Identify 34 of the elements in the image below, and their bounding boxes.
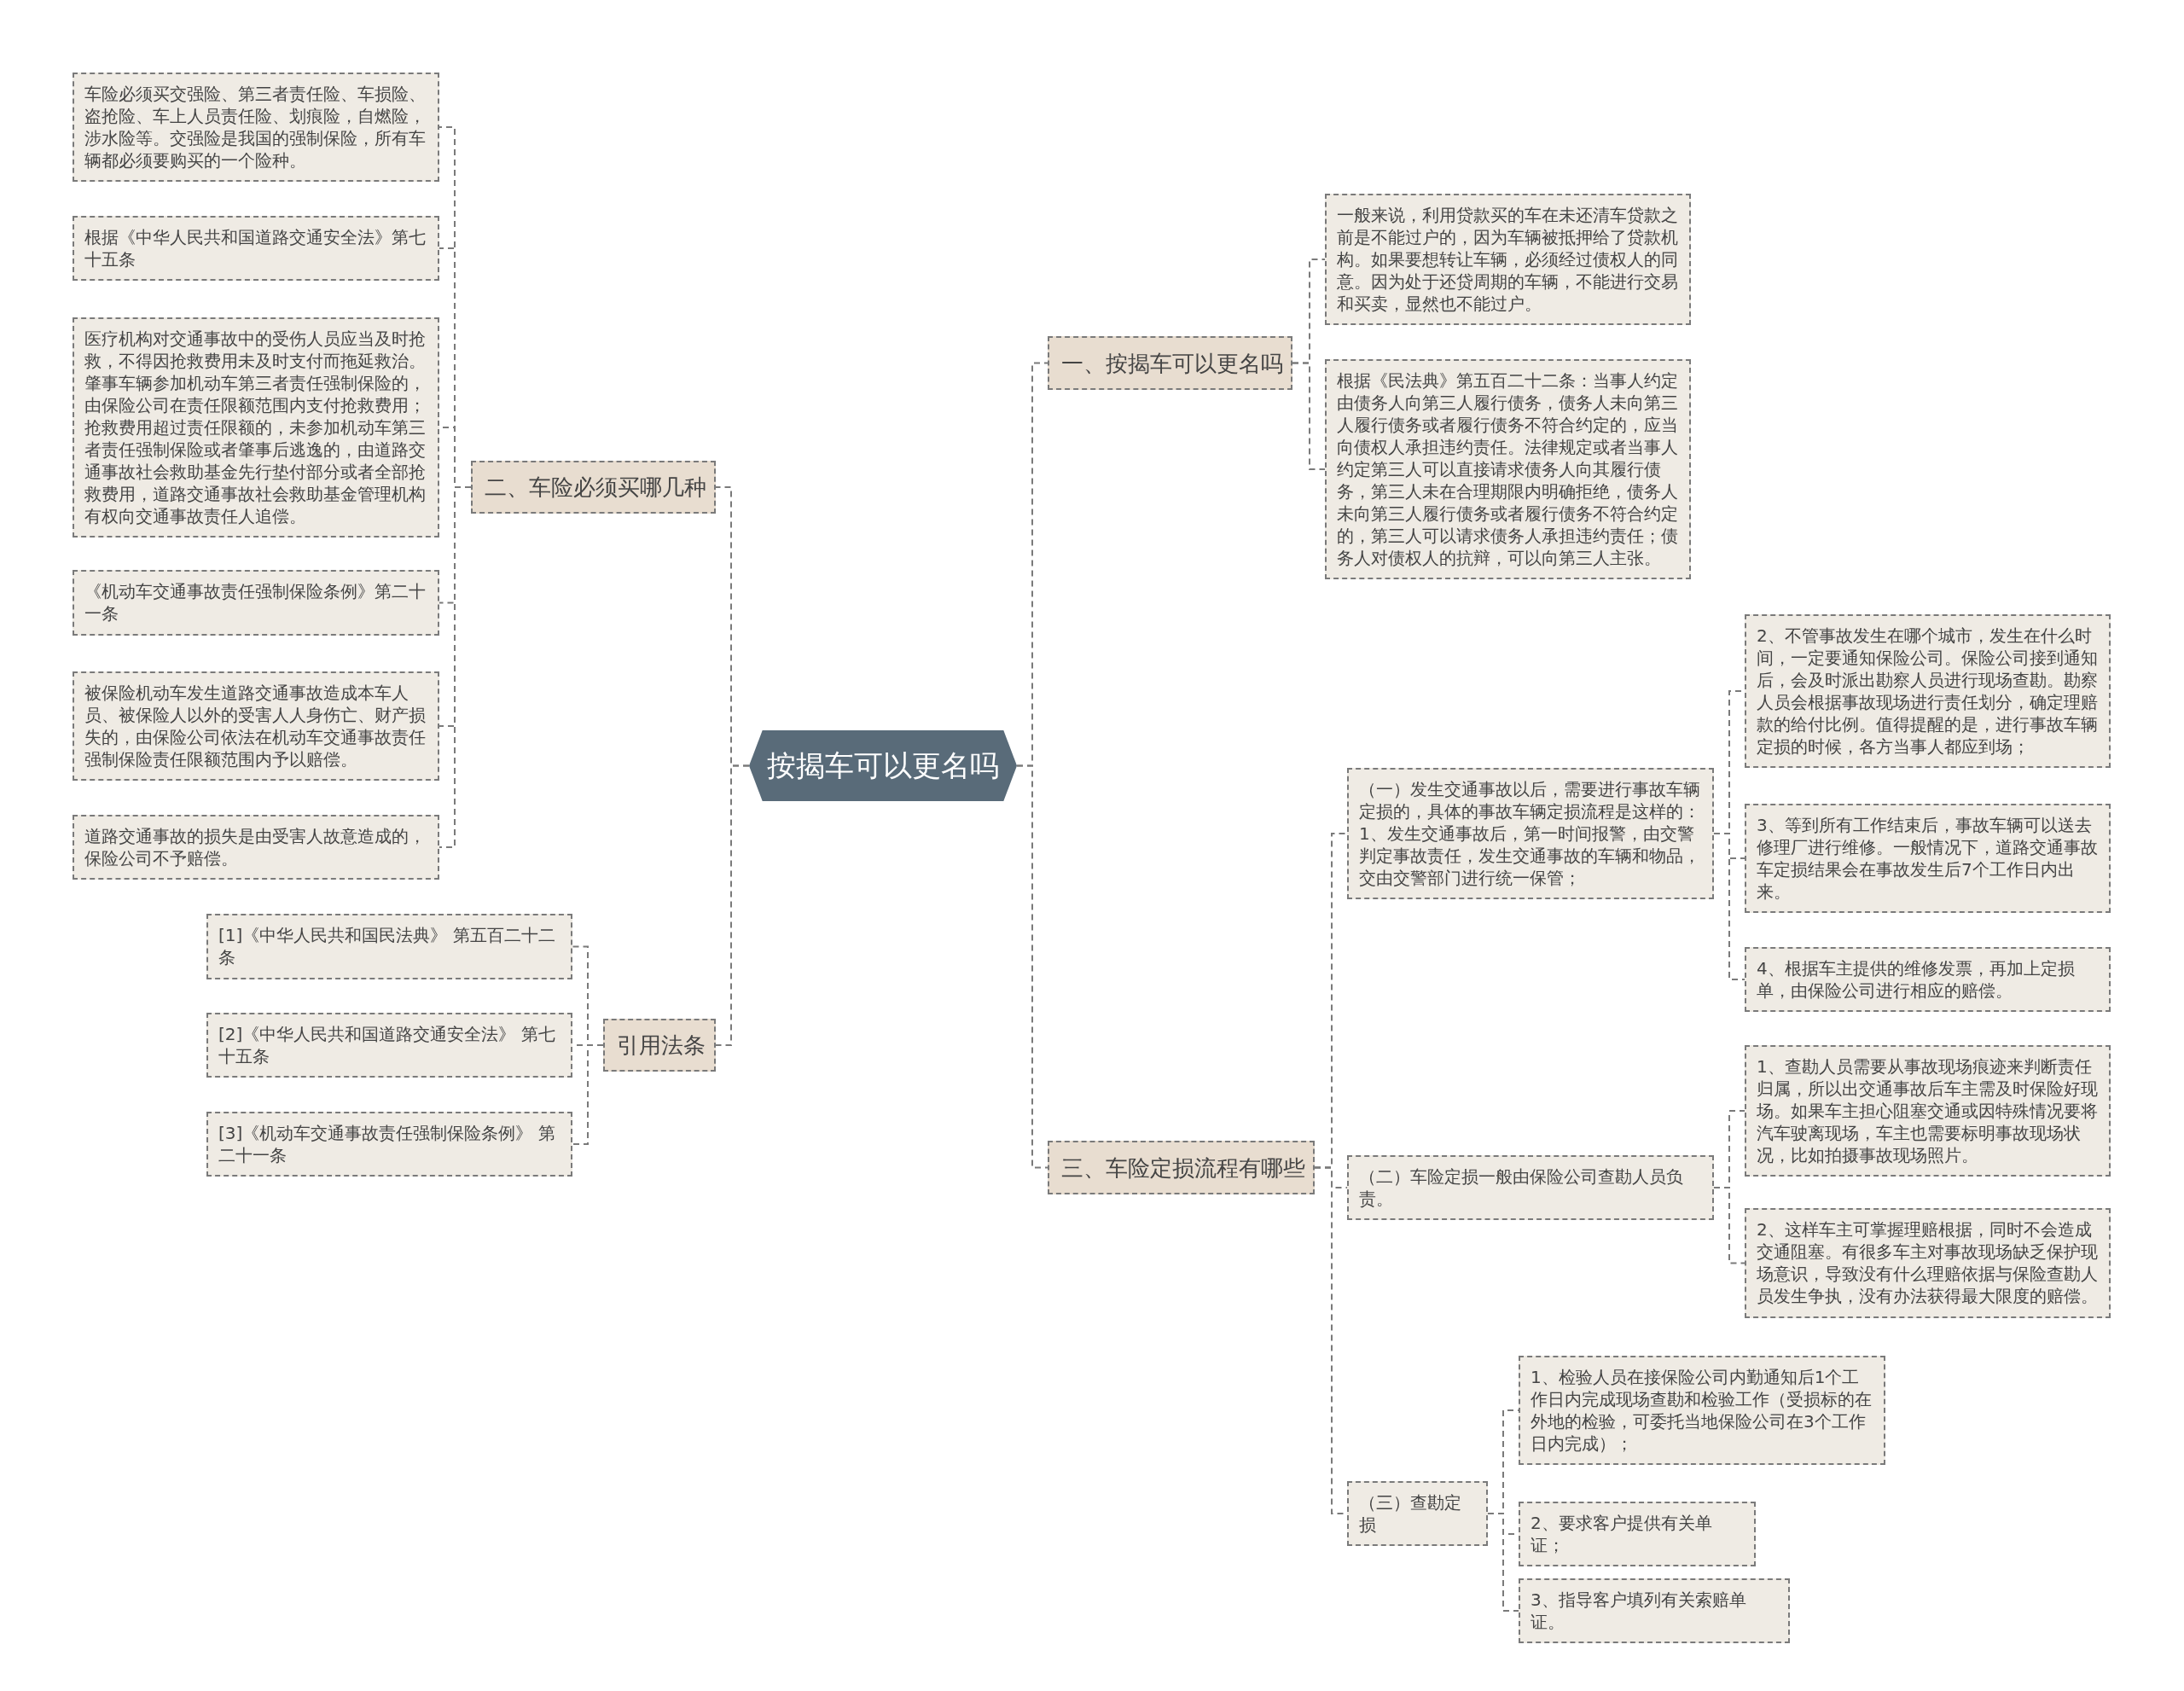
text-box: 2、不管事故发生在哪个城市，发生在什么时间，一定要通知保险公司。保险公司接到通知后，会及时派出勘察人员进行现场查勘。勘察人员会根据事故现场进行责任划分，确定理赔款的给付比例。值得提醒的是，进行事故车辆定损的时候，各方当事人都应到场；	[1745, 614, 2111, 768]
connector-line	[572, 1044, 604, 1145]
text-box: 2、要求客户提供有关单证；	[1519, 1502, 1756, 1566]
text-box: 一般来说，利用贷款买的车在未还清车贷款之前是不能过户的，因为车辆被抵押给了贷款机构。如果要想转让车辆，必须经过债权人的同意。因为处于还贷周期的车辆，不能进行交易和买卖，显然也不能过户。	[1325, 194, 1691, 325]
text-box: （一）发生交通事故以后，需要进行事故车辆定损的，具体的事故车辆定损流程是这样的：1、发生交通事故后，第一时间报警，由交警判定事故责任，发生交通事故的车辆和物品，交由交警部门进行统一保管；	[1347, 768, 1714, 899]
text-box: 1、检验人员在接保险公司内勤通知后1个工作日内完成现场查勘和检验工作（受损标的在外地的检验，可委托当地保险公司在3个工作日内完成）；	[1519, 1356, 1885, 1465]
text-box: 道路交通事故的损失是由受害人故意造成的，保险公司不予赔偿。	[73, 815, 439, 880]
text-box: 2、这样车主可掌握理赔根据，同时不会造成交通阻塞。有很多车主对事故现场缺乏保护现场意识，导致没有什么理赔依据与保险查勘人员发生争执，没有办法获得最大限度的赔偿。	[1745, 1208, 2111, 1318]
text-box: 《机动车交通事故责任强制保险条例》第二十一条	[73, 570, 439, 636]
text-box: 医疗机构对交通事故中的受伤人员应当及时抢救，不得因抢救费用未及时支付而拖延救治。肇事车辆参加机动车第三者责任强制保险的，由保险公司在责任限额范围内支付抢救费用；抢救费用超过责任限额的，未参加机动车第三者责任强制保险或者肇事后逃逸的，由道路交通事故社会救助基金先行垫付部分或者全部抢救费用，道路交通事故社会救助基金管理机构有权向交通事故责任人追偿。	[73, 317, 439, 538]
text-box: 车险必须买交强险、第三者责任险、车损险、盗抢险、车上人员责任险、划痕险，自燃险，涉水险等。交强险是我国的强制保险，所有车辆都必须要购买的一个险种。	[73, 73, 439, 182]
connector-line	[1292, 362, 1326, 470]
text-box: 1、查勘人员需要从事故现场痕迹来判断责任归属，所以出交通事故后车主需及时保险好现场。如果车主担心阻塞交通或因特殊情况要将汽车驶离现场，车主也需要标明事故现场状况，比如拍摄事故现场照片。	[1745, 1045, 2111, 1177]
topic-box: 引用法条	[603, 1019, 716, 1072]
connector-line	[1487, 1513, 1519, 1612]
text-box: （二）车险定损一般由保险公司查勘人员负责。	[1347, 1155, 1714, 1220]
text-box: [1]《中华人民共和国民法典》 第五百二十二条	[206, 914, 572, 979]
topic-box: 三、车险定损流程有哪些	[1048, 1141, 1315, 1194]
text-box: [3]《机动车交通事故责任强制保险条例》 第二十一条	[206, 1112, 572, 1177]
text-box: 根据《民法典》第五百二十二条：当事人约定由债务人向第三人履行债务，债务人未向第三人履行债务或者履行债务不符合约定的，应当向债权人承担违约责任。法律规定或者当事人约定第三人可以直接请求债务人向其履行债务，第三人未在合理期限内明确拒绝，债务人未向第三人履行债务或者履行债务不符合约定的，第三人可以请求债务人承担违约责任；债务人对债权人的抗辩，可以向第三人主张。	[1325, 359, 1691, 579]
text-box: 根据《中华人民共和国道路交通安全法》第七十五条	[73, 216, 439, 281]
connector-line	[1016, 764, 1048, 1169]
text-box: 3、等到所有工作结束后，事故车辆可以送去修理厂进行维修。一般情况下，道路交通事故车定损结果会在事故发生后7个工作日内出来。	[1745, 804, 2111, 913]
text-box: [2]《中华人民共和国道路交通安全法》 第七十五条	[206, 1013, 572, 1078]
root-hexagon: 按揭车可以更名吗	[749, 730, 1017, 801]
text-box: 被保险机动车发生道路交通事故造成本车人员、被保险人以外的受害人人身伤亡、财产损失的，由保险公司依法在机动车交通事故责任强制保险责任限额范围内予以赔偿。	[73, 671, 439, 781]
text-box: （三）查勘定损	[1347, 1481, 1488, 1546]
text-box: 4、根据车主提供的维修发票，再加上定损单，由保险公司进行相应的赔偿。	[1745, 947, 2111, 1012]
topic-box: 二、车险必须买哪几种	[471, 461, 716, 514]
connector-line	[1713, 1187, 1745, 1264]
topic-box: 一、按揭车可以更名吗	[1048, 336, 1292, 390]
text-box: 3、指导客户填列有关索赔单证。	[1519, 1578, 1790, 1643]
connector-line	[1713, 833, 1745, 980]
connector-line	[715, 764, 750, 1046]
